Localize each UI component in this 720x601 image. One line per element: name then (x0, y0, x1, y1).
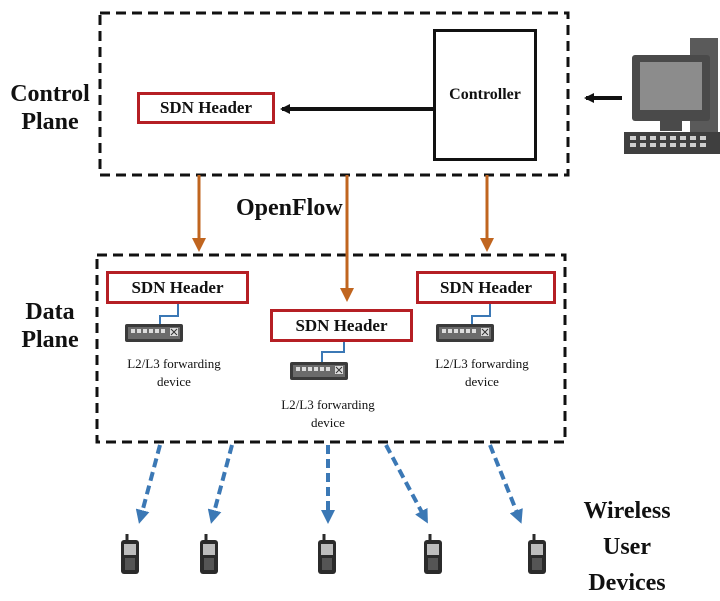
data-plane-label-line2: Plane (21, 327, 79, 353)
wireless-arrow-4 (384, 444, 428, 524)
mobile-phone-icon (526, 532, 548, 576)
device-2-sdn-header: SDN Header (270, 309, 413, 342)
device-3-caption: L2/L3 forwarding device (412, 355, 552, 391)
wireless-arrow-5 (488, 444, 523, 524)
openflow-arrow-left (192, 175, 206, 252)
openflow-arrow-right (480, 175, 494, 252)
device-2-caption-line2: device (311, 415, 345, 430)
device-2-caption: L2/L3 forwarding device (258, 396, 398, 432)
header-switch-link-3 (471, 304, 491, 324)
device-1-caption-line1: L2/L3 forwarding (127, 356, 221, 371)
network-switch-icon (435, 323, 495, 343)
device-1-caption: L2/L3 forwarding device (104, 355, 244, 391)
control-plane-label: Control Plane (4, 80, 96, 136)
openflow-label: OpenFlow (236, 195, 343, 221)
device-3-caption-line1: L2/L3 forwarding (435, 356, 529, 371)
network-switch-icon (124, 323, 184, 343)
wireless-devices-label: Wireless User Devices (572, 493, 682, 601)
wireless-label-line3: Devices (588, 570, 666, 596)
network-switch-icon (289, 361, 349, 381)
data-plane-box (95, 253, 567, 444)
wireless-label-line1: Wireless (583, 498, 671, 524)
mobile-phone-icon (198, 532, 220, 576)
device-1-caption-line2: device (157, 374, 191, 389)
control-sdn-header: SDN Header (137, 92, 275, 124)
control-plane-label-line1: Control (10, 81, 90, 107)
device-1-sdn-header: SDN Header (106, 271, 249, 304)
data-plane-label: Data Plane (4, 298, 96, 354)
mobile-phone-icon (422, 532, 444, 576)
header-switch-link-2 (321, 342, 345, 362)
wireless-arrow-1 (135, 444, 162, 524)
device-3-caption-line2: device (465, 374, 499, 389)
mobile-phone-icon (316, 532, 338, 576)
data-plane-label-line1: Data (25, 299, 75, 325)
control-plane-label-line2: Plane (21, 109, 79, 135)
desktop-computer-icon (624, 38, 720, 154)
wireless-label-line2: User (603, 534, 651, 560)
controller-box: Controller (433, 29, 537, 161)
control-plane-box (98, 11, 570, 177)
header-switch-link-1 (159, 304, 179, 324)
wireless-arrow-2 (207, 444, 234, 524)
openflow-arrow-center (340, 175, 354, 302)
mobile-phone-icon (119, 532, 141, 576)
device-2-caption-line1: L2/L3 forwarding (281, 397, 375, 412)
device-3-sdn-header: SDN Header (416, 271, 556, 304)
